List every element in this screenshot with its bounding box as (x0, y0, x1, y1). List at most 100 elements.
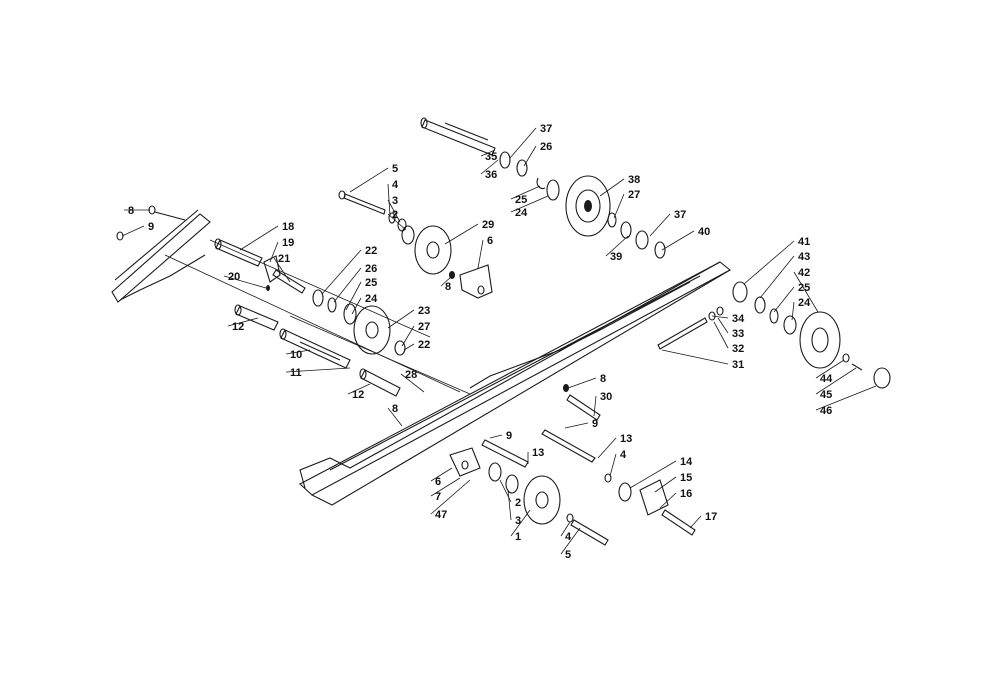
leader-line (440, 275, 453, 287)
leader-line (629, 460, 677, 489)
callout-4: 4 (392, 179, 399, 191)
leader-line (444, 223, 479, 245)
leader-line (477, 239, 484, 269)
leader-line (387, 407, 403, 427)
callout-44: 44 (820, 373, 833, 385)
callout-9: 9 (148, 221, 154, 233)
leader-line (387, 309, 415, 329)
callout-12: 12 (352, 389, 364, 401)
spacer-37-top (499, 151, 511, 169)
leader-line (349, 167, 389, 193)
bracket-6-lower (449, 447, 481, 477)
callout-31: 31 (732, 359, 744, 371)
callout-18: 18 (282, 221, 294, 233)
callout-28: 28 (405, 369, 417, 381)
callout-24: 24 (365, 293, 378, 305)
wheel-23 (353, 305, 391, 355)
leader-line (593, 395, 597, 417)
bolt-5-upper (338, 190, 386, 215)
callout-17: 17 (705, 511, 717, 523)
callout-43: 43 (798, 251, 810, 263)
top-shaft (420, 117, 496, 156)
wheel-29 (414, 225, 452, 275)
bracket-6-upper (449, 264, 493, 299)
leader-line (613, 193, 625, 219)
leader-line (689, 515, 702, 529)
callout-13: 13 (620, 433, 632, 445)
leader-line (387, 199, 401, 223)
sleeve-18 (214, 238, 263, 267)
callout-19: 19 (282, 237, 294, 249)
callout-12: 12 (232, 321, 244, 333)
leader-line (321, 249, 362, 295)
callout-9: 9 (506, 430, 512, 442)
leader-line (489, 434, 503, 439)
cap-44-46 (842, 353, 891, 389)
callout-8: 8 (128, 205, 134, 217)
wheel-1 (523, 475, 561, 525)
callout-11: 11 (290, 367, 302, 379)
callout-16: 16 (680, 488, 692, 500)
bolt-30 (563, 384, 601, 421)
callout-26: 26 (365, 263, 377, 275)
leader-line (773, 286, 795, 313)
leader-line (567, 377, 597, 389)
leader-line (649, 213, 671, 237)
callout-8: 8 (392, 403, 398, 415)
bolt-17 (661, 509, 696, 536)
callout-4: 4 (565, 531, 572, 543)
callout-6: 6 (435, 476, 441, 488)
callout-39: 39 (610, 251, 622, 263)
callout-4: 4 (620, 449, 627, 461)
callout-24: 24 (798, 297, 811, 309)
leader-line (273, 257, 291, 283)
callout-10: 10 (290, 349, 302, 361)
callout-42: 42 (798, 267, 810, 279)
leader-line (815, 359, 845, 379)
leader-line (659, 492, 677, 509)
leader-line (510, 195, 549, 213)
leader-line (121, 225, 145, 237)
washer-4-right (604, 473, 612, 483)
leader-line (743, 240, 795, 285)
cross-shaft-lines (164, 239, 471, 395)
leader-line (507, 489, 512, 521)
spacer-27-22 (394, 340, 406, 356)
callout-40: 40 (698, 226, 710, 238)
leader-line (509, 127, 537, 159)
callout-2: 2 (392, 209, 398, 221)
callout-25: 25 (798, 282, 810, 294)
callout-38: 38 (628, 174, 640, 186)
leader-line (560, 521, 571, 537)
callout-22: 22 (418, 339, 430, 351)
leader-line (351, 297, 362, 315)
callout-41: 41 (798, 236, 810, 248)
callout-1: 1 (515, 531, 521, 543)
shaft-12-lower (359, 368, 401, 397)
callout-33: 33 (732, 328, 744, 340)
leader-line (403, 343, 415, 351)
leader-line (609, 453, 617, 477)
callout-23: 23 (418, 305, 430, 317)
leader-line (401, 325, 415, 347)
leader-line (223, 275, 267, 289)
leader-line (480, 159, 499, 175)
leader-line (430, 477, 461, 497)
callout-36: 36 (485, 169, 497, 181)
callout-25: 25 (515, 194, 527, 206)
bushing-26-top (516, 159, 528, 177)
callout-3: 3 (515, 515, 521, 527)
bearings-left (312, 289, 357, 325)
callout-37: 37 (540, 123, 552, 135)
callout-8: 8 (445, 281, 451, 293)
bolt-31 (657, 306, 724, 350)
leader-line (227, 317, 259, 327)
leader-line (387, 213, 407, 231)
bolt-13-right (541, 429, 596, 463)
leader-line (510, 185, 541, 200)
leader-line (793, 271, 819, 313)
spacer-27-39 (607, 212, 666, 259)
callout-2: 2 (515, 497, 521, 509)
callout-47: 47 (435, 509, 447, 521)
